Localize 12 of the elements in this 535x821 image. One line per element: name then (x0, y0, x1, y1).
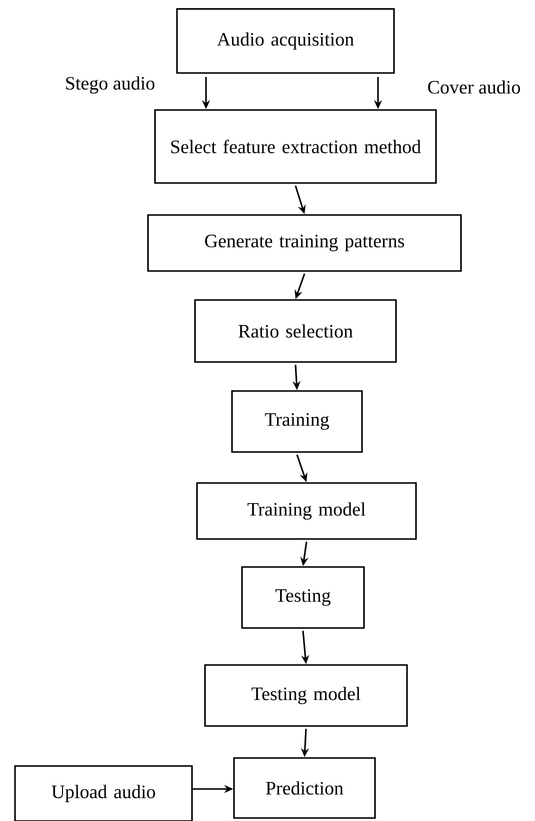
process-box: Ratio selection (194, 299, 397, 363)
process-box: Prediction (233, 757, 376, 819)
process-box: Training model (196, 482, 417, 540)
edge-label: Cover audio (426, 79, 522, 95)
process-box: Testing (241, 566, 365, 629)
process-box: Select feature extraction method (154, 109, 437, 184)
process-box: Generate training patterns (147, 214, 462, 272)
process-box: Training (231, 390, 363, 453)
process-box: Upload audio (14, 765, 193, 821)
process-box: Testing model (204, 664, 408, 727)
process-box: Audio acquisition (176, 8, 395, 74)
edge-label: Stego audio (64, 75, 156, 95)
